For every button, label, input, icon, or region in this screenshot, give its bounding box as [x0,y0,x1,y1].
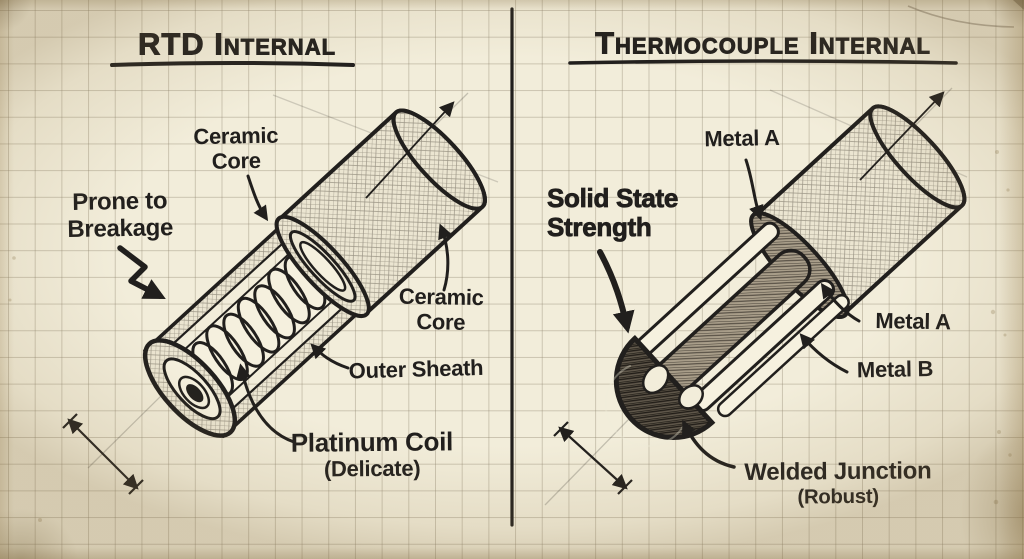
metal-a-top-arrow [744,158,764,221]
ceramic-core-right-arrow [438,223,453,292]
tc-wire-rods [634,221,850,418]
welded-junction-sub: (Robust) [797,485,879,509]
rtd-outer-sheath-body [274,108,487,319]
metal-b-label: Metal B [856,356,934,383]
metal-b-arrow [799,333,849,374]
platinum-coil-text: Platinum Coil [290,426,454,458]
ceramic-core-top-line1: Ceramic [193,122,279,150]
platinum-coil-label: Platinum Coil (Delicate) [290,426,454,482]
solid-state-strength-arrow [597,249,635,334]
axis-arrow-left [365,101,455,199]
paper-corner-marks [8,0,1024,522]
ceramic-core-right-line1: Ceramic [398,283,484,311]
welded-junction-arrow [682,419,736,469]
solid-state-line2: Strength [547,212,653,243]
solid-state-strength-label: Solid State Strength [547,183,679,243]
thermocouple-sketch [604,104,967,448]
welded-junction-text: Welded Junction [744,457,932,486]
axis-arrow-right [859,91,945,181]
left-leader-arrows [117,174,453,444]
metal-a-top-label: Metal A [704,125,780,152]
right-leader-arrows [597,158,861,469]
platinum-coil-arrow [236,363,296,444]
divider-line [510,7,515,527]
metal-a-side-arrow [820,282,861,323]
ceramic-core-top-arrow [246,174,269,222]
title-underline-left [110,61,355,67]
prone-line1: Prone to [72,187,168,216]
rtd-sketch [142,108,487,438]
outer-sheath-label: Outer Sheath [348,354,484,384]
tc-welded-junction [604,334,716,448]
platinum-coil-sub: (Delicate) [323,455,421,482]
welded-junction-label: Welded Junction (Robust) [744,457,932,509]
ceramic-core-right-label: Ceramic Core [398,283,484,336]
solid-state-line1: Solid State [547,183,679,213]
rtd-tip-face [142,338,238,438]
prone-to-breakage-arrow [117,245,166,300]
ceramic-core-top-line2: Core [211,147,261,174]
title-underline-right [568,59,958,65]
prone-line2: Breakage [67,214,174,243]
dimension-arrow-left [62,413,144,495]
dimension-arrow-right [553,421,633,495]
rtd-title: RTD Internal [137,26,337,62]
outer-sheath-arrow [310,343,350,370]
ceramic-core-right-line2: Core [416,308,466,335]
thermocouple-title: Thermocouple Internal [595,25,931,61]
prone-to-breakage-label: Prone to Breakage [67,187,174,244]
metal-a-side-label: Metal A [875,308,951,335]
ceramic-core-top-label: Ceramic Core [193,122,279,175]
